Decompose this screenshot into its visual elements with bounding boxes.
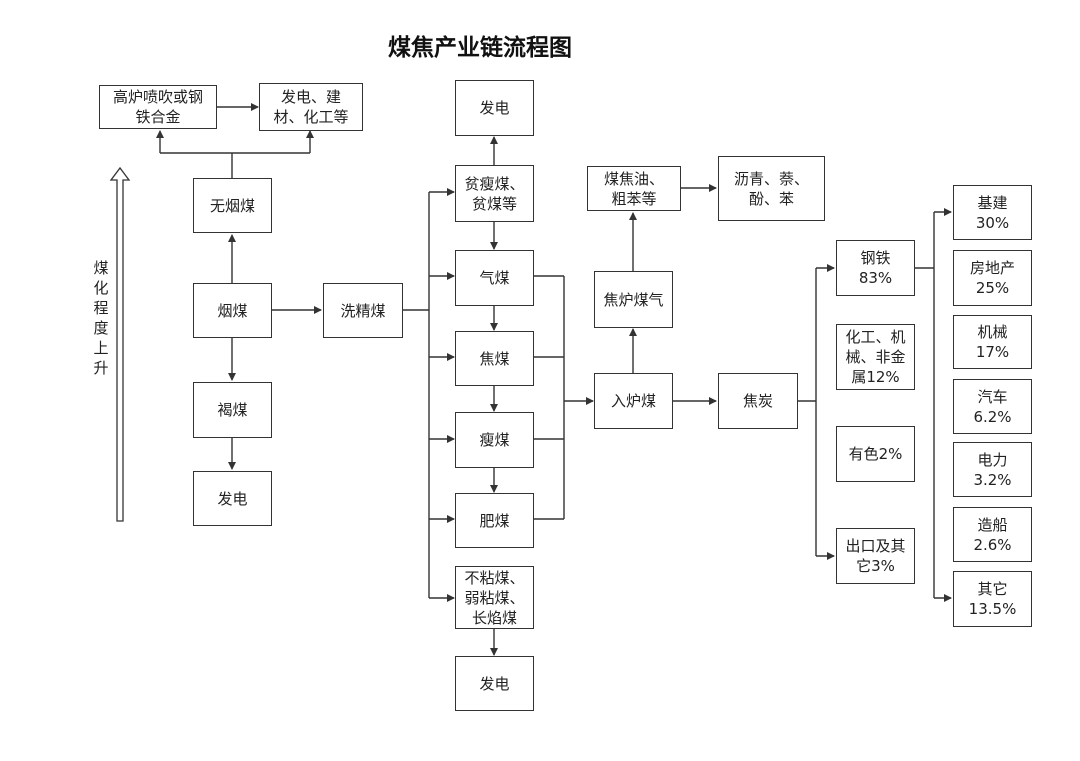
node-bottom-power: 发电	[455, 656, 534, 711]
node-lignite-power: 发电	[193, 471, 272, 526]
node-steel-demand: 钢铁 83%	[836, 240, 915, 296]
node-coke: 焦炭	[718, 373, 798, 429]
node-fat-coal: 肥煤	[455, 493, 534, 548]
node-machinery: 机械 17%	[953, 315, 1032, 369]
node-gas-coal: 气煤	[455, 250, 534, 306]
node-lean-coking-coal: 瘦煤	[455, 412, 534, 468]
node-real-estate: 房地产 25%	[953, 250, 1032, 306]
node-furnace-coal: 入炉煤	[594, 373, 673, 429]
node-export-demand: 出口及其 它3%	[836, 528, 915, 584]
node-blast-furnace-alloy: 高炉喷吹或钢 铁合金	[99, 85, 217, 129]
node-top-power: 发电	[455, 80, 534, 136]
node-infrastructure: 基建 30%	[953, 185, 1032, 240]
node-lean-coal: 贫瘦煤、 贫煤等	[455, 165, 534, 222]
node-coal-tar: 煤焦油、 粗苯等	[587, 166, 681, 211]
node-coking-coal: 焦煤	[455, 331, 534, 386]
node-lignite: 褐煤	[193, 382, 272, 438]
node-anthracite: 无烟煤	[193, 178, 272, 233]
node-chemical-demand: 化工、机 械、非金 属12%	[836, 324, 915, 390]
node-nonferrous-demand: 有色2%	[836, 426, 915, 482]
node-automobile: 汽车 6.2%	[953, 379, 1032, 434]
node-shipbuilding: 造船 2.6%	[953, 507, 1032, 562]
diagram-title: 煤焦产业链流程图	[388, 35, 572, 61]
node-power-materials-chemical: 发电、建 材、化工等	[259, 83, 363, 131]
rank-up-arrow	[109, 166, 131, 522]
node-others: 其它 13.5%	[953, 571, 1032, 627]
node-washed-coal: 洗精煤	[323, 283, 403, 338]
node-electric-power: 电力 3.2%	[953, 442, 1032, 497]
node-asphalt-products: 沥青、萘、 酚、苯	[718, 156, 825, 221]
coalification-label: 煤 化 程 度 上 升	[93, 259, 109, 377]
node-noncaking-coal: 不粘煤、 弱粘煤、 长焰煤	[455, 566, 534, 629]
node-bituminous-coal: 烟煤	[193, 283, 272, 338]
node-coke-oven-gas: 焦炉煤气	[594, 271, 673, 328]
